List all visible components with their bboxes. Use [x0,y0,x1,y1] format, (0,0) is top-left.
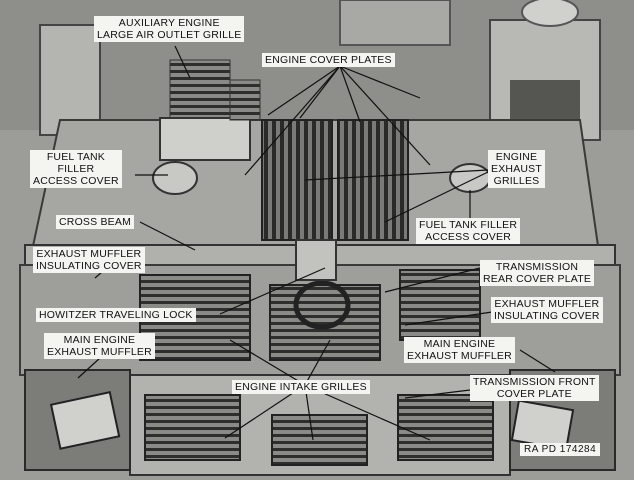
label-cross-beam: CROSS BEAM [56,215,135,229]
label-engine-cover-plates: ENGINE COVER PLATES [262,53,395,67]
label-howitzer-traveling-lock: HOWITZER TRAVELING LOCK [36,308,196,322]
label-engine-intake-grilles: ENGINE INTAKE GRILLES [232,380,370,394]
figure-code: RA PD 174284 [520,443,601,456]
